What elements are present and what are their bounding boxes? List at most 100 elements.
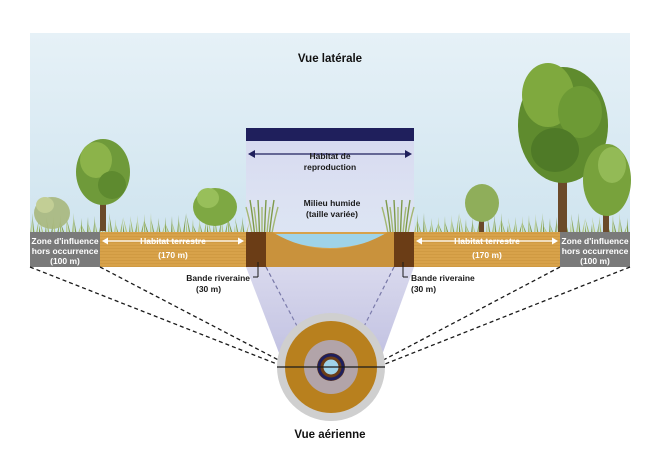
grass-blade [627,218,629,233]
grass-blade [501,219,506,233]
grass-blade [570,221,572,233]
grass-blade [578,213,581,233]
grass-blade [444,216,446,233]
reed-stem [407,206,415,234]
grass-blade [240,224,242,233]
grass-blade [242,217,245,233]
reed-stem [402,206,407,234]
grass-blade [95,222,98,233]
riparian-left-label-1: Bande riveraine [186,273,250,283]
terrestrial-left-label-2: (170 m) [158,250,188,260]
grass-blade [225,220,228,233]
grass-blade [123,224,125,233]
tree-left-round [76,139,130,231]
grass-blade [67,220,71,233]
grass-blade [534,214,536,233]
grass-blade [123,217,128,233]
terrestrial-right-label-2: (170 m) [472,250,502,260]
reeds-left [245,199,279,234]
breeding-habitat-arrow [248,150,412,158]
grass-blade [135,222,137,233]
grass-blade [198,218,200,233]
grass-blade [129,223,131,233]
grass-blade [543,219,545,233]
grass-blade [235,218,239,233]
grass-blade [431,218,434,233]
influence-zone-right [560,232,630,267]
aerial-view [277,313,385,421]
grass-blade [78,225,81,233]
grass-blade [498,220,501,233]
reed-stem [245,206,253,234]
grass-blade [466,225,470,233]
reeds-right [381,199,415,234]
grass-blade [246,223,249,233]
breeding-habitat-band [246,128,414,141]
grass-blade [109,213,113,233]
grass-blade [417,214,419,233]
grass-blade [536,220,539,233]
reed-stem [257,199,261,234]
grass-blade [494,214,497,233]
grass-blade [456,214,459,233]
grass-blade [620,219,623,233]
reed-stem [399,199,403,234]
wetland-soil [266,232,394,267]
grass-blade [613,220,617,233]
grass-blade [165,223,170,233]
tree-right-small [465,184,499,232]
reed-stem [271,206,279,234]
projection-lines [29,266,631,367]
grass-blade [39,225,41,233]
grass-blade [508,218,512,233]
grass-blade [571,214,575,233]
grass-blade [555,217,557,233]
grass-blade [582,219,585,233]
grass-blade [186,213,191,233]
grass-blade [207,223,209,233]
grass-blade [599,216,602,233]
grass-blade [200,224,203,233]
grass-blade [624,225,627,233]
grass-blade [93,216,95,233]
grass-blade [507,225,509,233]
reed-stem [389,206,394,234]
grass-blade [515,217,518,233]
grass-blade [192,219,194,233]
grass-blade [183,214,186,233]
reed-stem [268,199,275,234]
shrub-left-mid [193,188,237,226]
terrestrial-habitat-right [414,232,560,267]
grass-blade [144,220,149,233]
influence-zone-right-label-3: (100 m) [580,256,610,266]
grass-blade [612,214,614,233]
grass-blade [130,216,134,233]
grass-blade [438,223,443,233]
grass-blade [171,216,173,233]
grass-blade [72,213,74,233]
grass-blade [492,221,494,233]
reed-stem [263,199,267,234]
influence-zone-left-label-1: Zone d'influence [31,236,98,246]
grass-blade [186,220,188,233]
influence-zone-left-label-2: hors occurrence [32,246,99,256]
grass-blade [228,219,233,233]
grass-blade [445,222,449,233]
grass-blade [120,218,123,233]
grass-blade [486,222,488,233]
breeding-habitat-label-1: Habitat de [309,151,350,161]
grass-blade [543,225,548,233]
terrestrial-arrow-left [102,237,244,245]
grass-blade [150,213,152,233]
wetland-water [272,234,388,248]
grass-blade [144,214,146,233]
grass-blade [550,224,554,233]
grass-blade [429,225,431,233]
reed-stem [253,206,258,234]
riparian-right-label-2: (30 m) [411,284,436,294]
breeding-habitat-label-2: reproduction [304,162,356,172]
reed-stem [266,206,271,234]
grass-blade [108,220,110,233]
grass-blade [591,224,593,233]
